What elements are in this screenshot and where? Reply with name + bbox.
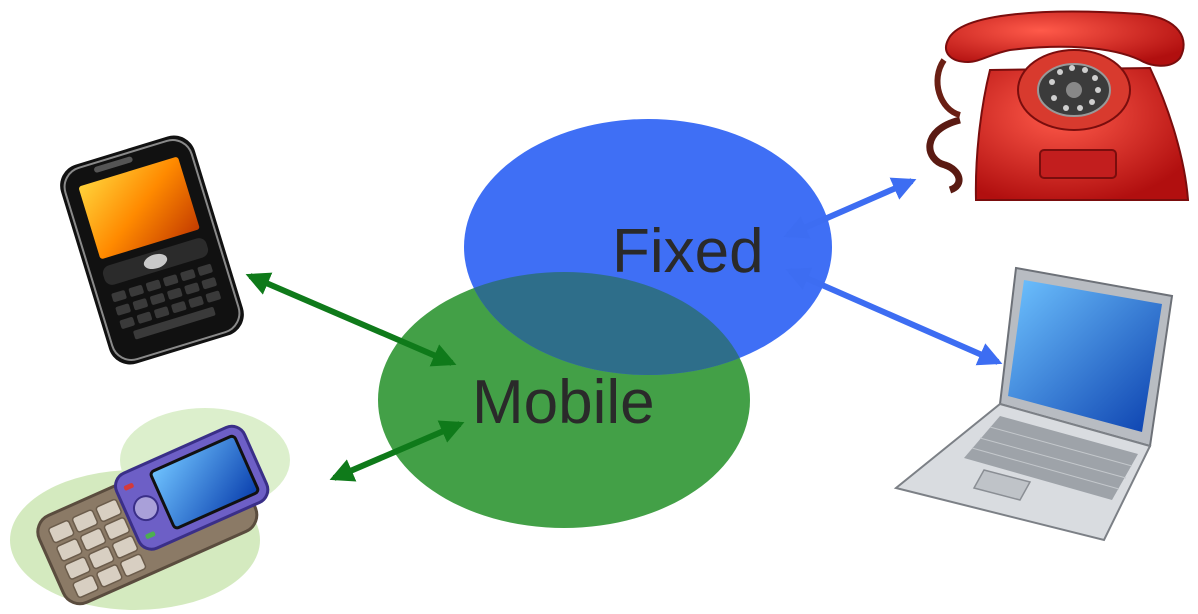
laptop-icon [893, 266, 1174, 542]
arrow-smartphone-mobile [245, 272, 457, 367]
connection-arrows [245, 177, 1003, 482]
fixed-label: Fixed [612, 217, 764, 286]
mobile-label: Mobile [472, 368, 655, 437]
arrow-sliderphone-mobile [329, 420, 465, 482]
venn-diagram: Fixed Mobile [378, 119, 832, 528]
smartphone-icon [60, 135, 244, 365]
slider-phone-icon [10, 408, 290, 610]
arrow-fixed-landline [783, 177, 917, 239]
landline-phone-icon [926, 10, 1190, 201]
arrow-fixed-laptop [785, 267, 1003, 366]
